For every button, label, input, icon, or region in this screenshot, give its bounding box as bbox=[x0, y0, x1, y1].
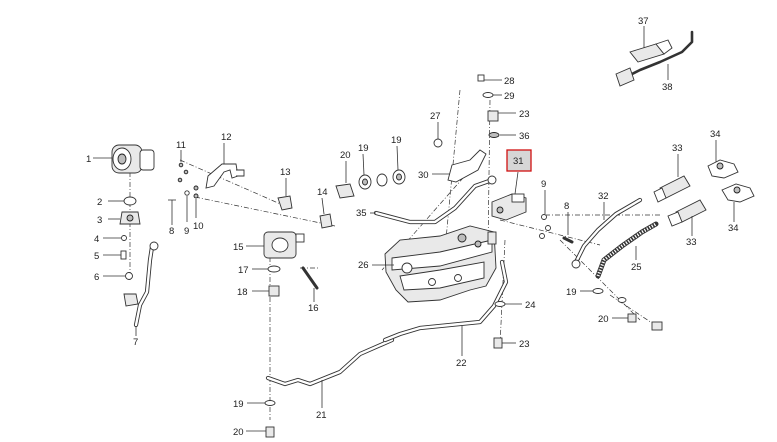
part-9-washers-right bbox=[539, 190, 551, 239]
part-13-fitting bbox=[277, 178, 293, 211]
part-37-sensor bbox=[629, 26, 673, 63]
part-2-spacer bbox=[108, 196, 137, 206]
callout-17: 17 bbox=[238, 265, 249, 276]
callout-18: 18 bbox=[237, 287, 248, 298]
part-9-washer bbox=[184, 190, 190, 222]
part-20-bolts-right bbox=[612, 297, 663, 331]
callout-30: 30 bbox=[418, 170, 429, 181]
callout-11: 11 bbox=[176, 140, 186, 151]
callout-19-right: 19 bbox=[566, 287, 577, 298]
part-8-screws bbox=[168, 199, 176, 225]
part-26-valve-body bbox=[372, 225, 497, 303]
callout-33-upper: 33 bbox=[672, 143, 683, 154]
part-19-bushing bbox=[358, 153, 372, 190]
callout-4: 4 bbox=[94, 234, 99, 245]
part-7-pipe bbox=[123, 241, 159, 336]
part-12-bracket bbox=[205, 143, 245, 189]
callout-6: 6 bbox=[94, 272, 99, 283]
callout-26: 26 bbox=[358, 260, 369, 271]
callout-37: 37 bbox=[638, 16, 649, 27]
part-27-washer bbox=[433, 122, 443, 148]
part-3-bracket bbox=[108, 211, 141, 225]
callout-24: 24 bbox=[525, 300, 536, 311]
callout-31: 31 bbox=[513, 156, 524, 167]
part-8-screw-right bbox=[562, 212, 574, 244]
part-29-washer bbox=[482, 92, 502, 98]
callout-29: 29 bbox=[504, 91, 515, 102]
part-16-bolt bbox=[301, 266, 319, 302]
part-20-bushing bbox=[335, 161, 355, 199]
callout-34-lower: 34 bbox=[728, 223, 739, 234]
part-34-clamp-lower bbox=[721, 183, 755, 222]
callout-9: 9 bbox=[184, 226, 189, 237]
part-10-nuts bbox=[193, 185, 199, 218]
callout-7: 7 bbox=[133, 337, 138, 348]
part-33-connector-upper bbox=[653, 154, 691, 203]
part-19-bushing-2 bbox=[376, 145, 406, 187]
callout-5: 5 bbox=[94, 251, 99, 262]
part-28-bolt bbox=[477, 74, 502, 82]
callout-14: 14 bbox=[317, 187, 328, 198]
callout-15: 15 bbox=[233, 242, 244, 253]
part-34-clamp-upper bbox=[707, 140, 739, 179]
callout-38: 38 bbox=[662, 82, 673, 93]
part-36-oring bbox=[488, 132, 516, 138]
callout-35: 35 bbox=[356, 208, 367, 219]
part-14-connector bbox=[319, 197, 333, 229]
part-23-plug bbox=[487, 110, 516, 122]
callout-2: 2 bbox=[97, 197, 102, 208]
part-30-bracket bbox=[432, 149, 487, 183]
part-17-oring bbox=[252, 265, 281, 273]
callout-28: 28 bbox=[504, 76, 515, 87]
part-1-pump bbox=[93, 144, 155, 174]
part-35-pipe bbox=[370, 175, 497, 225]
callout-31-highlight-box bbox=[506, 149, 532, 172]
part-11-screws bbox=[177, 150, 189, 183]
part-19-oring-lower bbox=[247, 400, 276, 406]
callout-20-lower: 20 bbox=[233, 427, 244, 438]
part-31-sensor bbox=[491, 171, 527, 221]
part-38-cable bbox=[615, 30, 694, 87]
callout-19-lower: 19 bbox=[233, 399, 244, 410]
callout-3: 3 bbox=[97, 215, 102, 226]
part-4-washer bbox=[103, 235, 127, 241]
callout-16: 16 bbox=[308, 303, 319, 314]
callout-1: 1 bbox=[86, 154, 91, 165]
part-32-hose bbox=[571, 197, 643, 269]
callout-21: 21 bbox=[316, 410, 327, 421]
callout-9-right: 9 bbox=[541, 179, 546, 190]
part-23-bolt-lower bbox=[493, 337, 516, 349]
callout-19-mid2: 19 bbox=[391, 135, 402, 146]
part-18-nut bbox=[252, 285, 280, 297]
part-22-pipe bbox=[382, 259, 509, 356]
callout-12: 12 bbox=[221, 132, 232, 143]
callout-20-right: 20 bbox=[598, 314, 609, 325]
callout-8-right: 8 bbox=[564, 201, 569, 212]
callout-27: 27 bbox=[430, 111, 441, 122]
callout-20-mid: 20 bbox=[340, 150, 351, 161]
callout-8: 8 bbox=[169, 226, 174, 237]
part-20-bolt-lower bbox=[246, 426, 275, 438]
callout-labels: 1 2 3 4 5 6 7 8 9 10 11 12 13 14 15 16 1… bbox=[86, 16, 739, 438]
callout-32: 32 bbox=[598, 191, 609, 202]
callout-23-top: 23 bbox=[519, 109, 530, 120]
part-19-oring-right bbox=[580, 288, 604, 294]
callout-36: 36 bbox=[519, 131, 530, 142]
callout-10: 10 bbox=[193, 221, 204, 232]
part-21-pipe bbox=[265, 337, 395, 408]
part-33-connector-lower bbox=[667, 199, 707, 236]
part-6-ring bbox=[103, 272, 133, 280]
callout-33-lower: 33 bbox=[686, 237, 697, 248]
callout-22: 22 bbox=[456, 358, 467, 369]
callout-23-lower: 23 bbox=[519, 339, 530, 350]
callout-13: 13 bbox=[280, 167, 291, 178]
part-5-bolt bbox=[103, 250, 127, 260]
part-25-hose bbox=[595, 221, 659, 279]
callout-34-upper: 34 bbox=[710, 129, 721, 140]
part-24-oring bbox=[494, 301, 522, 307]
part-15-valve bbox=[246, 231, 305, 259]
callout-25: 25 bbox=[631, 262, 642, 273]
callout-19-mid: 19 bbox=[358, 143, 369, 154]
